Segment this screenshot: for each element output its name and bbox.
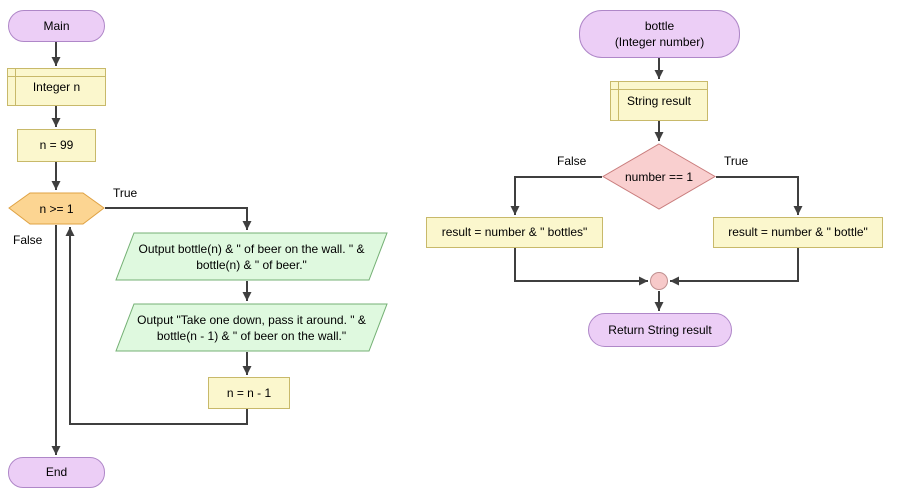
output2-line1: Output "Take one down, pass it around. "… xyxy=(137,312,366,327)
connector-line-loop-true xyxy=(105,207,252,230)
connector-line-merge-left xyxy=(514,248,648,286)
output-parallelogram-2[interactable]: Output "Take one down, pass it around. "… xyxy=(115,303,388,352)
if-true-label: True xyxy=(724,154,749,168)
loop-false-label: False xyxy=(13,233,43,247)
connector-line-merge-right xyxy=(670,248,799,286)
assign-bottles-label: result = number & " bottles" xyxy=(441,225,588,239)
main-end-terminal[interactable]: End xyxy=(8,457,105,488)
declare-string-result-label: String result xyxy=(626,93,692,108)
declare-top-line xyxy=(611,89,707,90)
declare-integer-n-block[interactable]: Integer n xyxy=(7,68,106,106)
assign-n-decrement-label: n = n - 1 xyxy=(226,385,272,400)
return-label: Return String result xyxy=(608,322,712,337)
assign-n-decrement-block[interactable]: n = n - 1 xyxy=(208,377,290,409)
bottle-start-terminal[interactable]: bottle (Integer number) xyxy=(579,10,740,58)
while-loop-condition: n >= 1 xyxy=(39,201,74,216)
connector-line-if-true xyxy=(716,176,803,215)
assign-bottle-block[interactable]: result = number & " bottle" xyxy=(713,217,883,248)
bottle-start-line2: (Integer number) xyxy=(614,35,705,49)
declare-top-line xyxy=(8,76,105,77)
if-false-label: False xyxy=(557,154,587,168)
main-start-label: Main xyxy=(43,18,70,33)
output2-line2: bottle(n - 1) & " of beer on the wall." xyxy=(156,328,347,343)
output1-line1: Output bottle(n) & " of beer on the wall… xyxy=(138,241,365,256)
loop-true-label: True xyxy=(113,186,138,200)
merge-point[interactable] xyxy=(650,272,668,290)
return-terminal[interactable]: Return String result xyxy=(588,313,732,347)
assign-bottles-block[interactable]: result = number & " bottles" xyxy=(426,217,603,248)
output1-line2: bottle(n) & " of beer." xyxy=(196,257,307,272)
declare-string-result-block[interactable]: String result xyxy=(610,81,708,121)
assign-n-99-label: n = 99 xyxy=(39,138,74,152)
if-condition: number == 1 xyxy=(624,169,694,184)
assign-n-99-block[interactable]: n = 99 xyxy=(17,129,96,162)
declare-integer-n-label: Integer n xyxy=(32,79,81,94)
connector-line-if-false xyxy=(510,176,602,215)
main-end-label: End xyxy=(45,465,68,479)
while-loop-hexagon[interactable]: n >= 1 xyxy=(8,192,105,225)
if-decision-diamond[interactable]: number == 1 xyxy=(602,143,716,210)
main-start-terminal[interactable]: Main xyxy=(8,10,105,42)
bottle-start-line1: bottle xyxy=(644,19,675,33)
declare-left-line xyxy=(15,69,16,105)
connector-line-loop-back xyxy=(65,227,248,425)
output-parallelogram-1[interactable]: Output bottle(n) & " of beer on the wall… xyxy=(115,232,388,281)
declare-left-line xyxy=(618,82,619,120)
assign-bottle-label: result = number & " bottle" xyxy=(728,225,868,239)
